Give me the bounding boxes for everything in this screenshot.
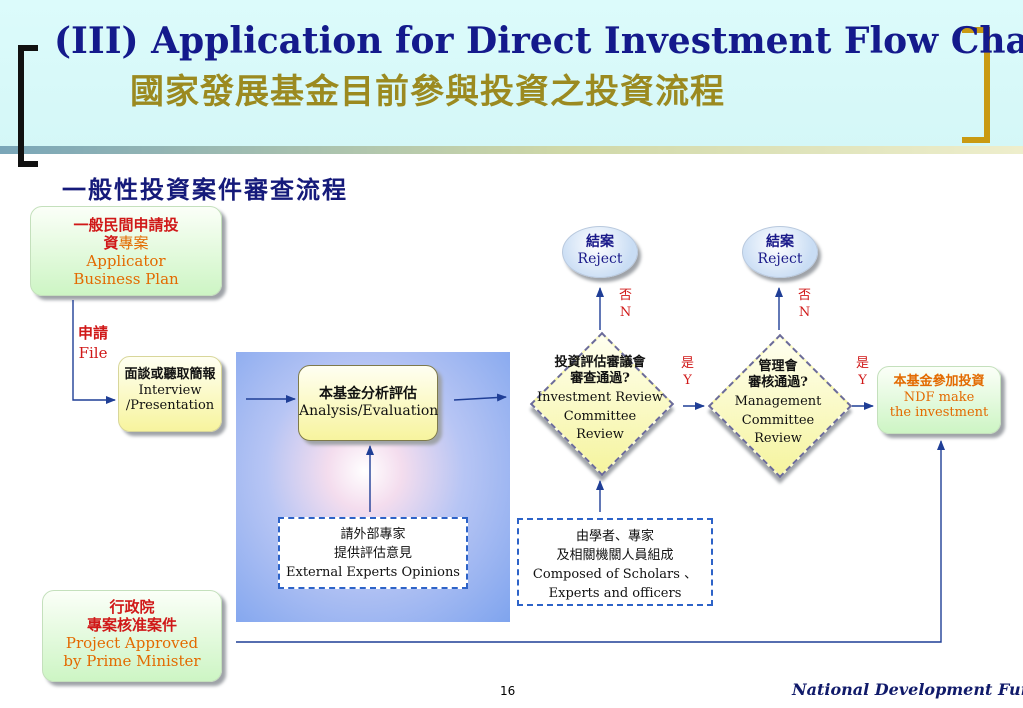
investment-review-zh-line2: 審查通過? bbox=[570, 370, 630, 386]
investment-review-en-line2: Committee bbox=[563, 408, 637, 424]
pm-en-line1: Project Approved bbox=[65, 634, 199, 652]
ndf-invest-zh: 本基金參加投資 bbox=[893, 374, 985, 389]
composition-en-line2: Experts and officers bbox=[548, 585, 682, 601]
investment-review-en-line3: Review bbox=[576, 427, 624, 443]
management-review-en-line3: Review bbox=[754, 431, 802, 447]
interview-en-line1: Interview bbox=[138, 382, 202, 398]
file-label: 申請 File bbox=[78, 324, 108, 363]
applicant-business-plan-node: 一般民間申請投 資專案 Applicator Business Plan bbox=[30, 206, 222, 296]
investment-review-zh-line1: 投資評估審議會 bbox=[554, 355, 646, 370]
external-experts-node: 請外部專家 提供評估意見 External Experts Opinions bbox=[278, 517, 468, 589]
footer-brand: National Development Fund bbox=[792, 680, 1023, 699]
reject-1-en: Reject bbox=[577, 250, 623, 267]
arrow-analysis-to-investment-review bbox=[453, 393, 507, 402]
header-divider bbox=[0, 146, 1023, 154]
reject-2-en: Reject bbox=[757, 250, 803, 267]
investment-review-decision: 投資評估審議會 審查通過? Investment Review Committe… bbox=[529, 331, 675, 477]
no-label-2-zh: 否 bbox=[798, 288, 812, 303]
ndf-investment-node: 本基金參加投資 NDF make the investment bbox=[877, 366, 1001, 434]
analysis-evaluation-node: 本基金分析評估 Analysis/Evaluation bbox=[298, 365, 438, 441]
management-review-zh-line1: 管理會 bbox=[758, 359, 798, 374]
interview-zh: 面談或聽取簡報 bbox=[124, 367, 216, 382]
reject-1-zh: 結案 bbox=[586, 234, 614, 250]
ndf-invest-en-line2: the investment bbox=[889, 405, 989, 421]
arrow-applicant-to-interview bbox=[72, 300, 116, 404]
management-review-decision: 管理會 審核通過? Management Committee Review bbox=[707, 333, 853, 479]
experts-zh-line2: 提供評估意見 bbox=[333, 545, 412, 561]
no-label-1-en: N bbox=[619, 304, 632, 320]
no-label-2: 否 N bbox=[798, 288, 811, 322]
no-label-1-zh: 否 bbox=[619, 288, 633, 303]
yes-label-1: 是 Y bbox=[681, 356, 694, 390]
page-title-chinese: 國家發展基金目前參與投資之投資流程 bbox=[130, 72, 725, 112]
pm-en-line2: by Prime Minister bbox=[63, 652, 201, 670]
reject-node-2: 結案 Reject bbox=[742, 226, 818, 278]
experts-zh-line1: 請外部專家 bbox=[340, 527, 406, 542]
file-label-en: File bbox=[78, 343, 108, 362]
no-label-2-en: N bbox=[798, 304, 811, 320]
interview-en-line2: /Presentation bbox=[125, 398, 215, 414]
file-label-zh: 申請 bbox=[78, 324, 109, 342]
composition-zh-line2: 及相關機關人員組成 bbox=[556, 547, 674, 563]
page-number: 16 bbox=[500, 684, 516, 698]
composition-en-line1: Composed of Scholars 、 bbox=[532, 566, 698, 582]
pm-zh-line1: 行政院 bbox=[109, 598, 155, 616]
page-title: (III) Application for Direct Investment … bbox=[54, 20, 1023, 62]
management-review-text: 管理會 審核通過? Management Committee Review bbox=[708, 358, 848, 449]
reject-2-zh: 結案 bbox=[766, 234, 794, 250]
applicant-zh-line2b: 專案 bbox=[118, 234, 149, 252]
management-review-en-line1: Management bbox=[734, 393, 822, 409]
right-bracket-decoration bbox=[962, 27, 990, 143]
management-review-zh-line2: 審核通過? bbox=[748, 374, 808, 390]
applicant-en-line2: Business Plan bbox=[73, 270, 179, 288]
investment-review-text: 投資評估審議會 審查通過? Investment Review Committe… bbox=[530, 354, 670, 445]
pm-zh-line2: 專案核准案件 bbox=[86, 616, 177, 634]
section-subtitle: 一般性投資案件審查流程 bbox=[62, 175, 348, 204]
applicant-zh-line2a: 資 bbox=[103, 234, 119, 252]
yes-label-2: 是 Y bbox=[856, 356, 869, 390]
prime-minister-approval-node: 行政院 專案核准案件 Project Approved by Prime Min… bbox=[42, 590, 222, 682]
analysis-zh: 本基金分析評估 bbox=[319, 386, 417, 402]
ndf-invest-en-line1: NDF make bbox=[903, 389, 975, 405]
investment-review-en-line1: Investment Review bbox=[537, 389, 663, 405]
analysis-en: Analysis/Evaluation bbox=[299, 402, 439, 419]
experts-en: External Experts Opinions bbox=[286, 564, 460, 580]
applicant-zh-line1: 一般民間申請投 bbox=[73, 216, 179, 234]
yes-label-1-en: Y bbox=[683, 372, 692, 388]
yes-label-2-en: Y bbox=[858, 372, 867, 388]
arrow-prime-minister-to-ndf bbox=[236, 440, 945, 643]
committee-composition-node: 由學者、專家 及相關機關人員組成 Composed of Scholars 、 … bbox=[517, 518, 713, 606]
management-review-en-line2: Committee bbox=[741, 412, 815, 428]
header-band bbox=[0, 0, 1023, 152]
yes-label-2-zh: 是 bbox=[856, 356, 870, 371]
no-label-1: 否 N bbox=[619, 288, 632, 322]
interview-presentation-node: 面談或聽取簡報 Interview /Presentation bbox=[118, 356, 222, 432]
reject-node-1: 結案 Reject bbox=[562, 226, 638, 278]
left-bracket-decoration bbox=[18, 45, 38, 167]
composition-zh-line1: 由學者、專家 bbox=[575, 529, 654, 544]
applicant-en-line1: Applicator bbox=[86, 252, 166, 270]
yes-label-1-zh: 是 bbox=[681, 356, 695, 371]
